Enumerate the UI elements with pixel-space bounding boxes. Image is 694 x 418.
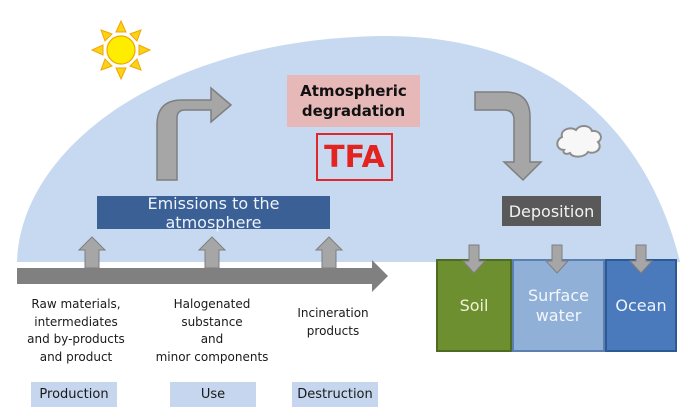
desc-line: products bbox=[306, 323, 360, 338]
atmospheric-degradation-line1: Atmospheric bbox=[300, 82, 407, 100]
atmospheric-degradation-line2: degradation bbox=[301, 102, 406, 120]
compartment-ocean: Ocean bbox=[605, 259, 677, 352]
compartment-soil-label: Soil bbox=[459, 295, 489, 315]
desc-line: minor components bbox=[155, 349, 269, 364]
desc-line: Raw materials, bbox=[31, 297, 121, 311]
stage-destruction: Destruction bbox=[292, 382, 378, 407]
emission-rise-arrow bbox=[156, 86, 233, 181]
deposition-label: Deposition bbox=[502, 196, 601, 226]
desc-line: Halogenated bbox=[173, 297, 251, 311]
deposition-fall-arrow bbox=[474, 91, 543, 182]
tfa-label: TFA bbox=[316, 133, 393, 181]
compartment-surface-line1: Surface bbox=[528, 285, 589, 305]
desc-line: and by-products bbox=[27, 332, 125, 346]
compartment-soil: Soil bbox=[436, 259, 512, 352]
use-description: Halogenated substance and minor componen… bbox=[152, 296, 272, 366]
cloud-icon bbox=[556, 125, 602, 158]
desc-line: Incineration bbox=[297, 306, 369, 320]
production-description: Raw materials, intermediates and by-prod… bbox=[20, 296, 132, 366]
production-emission-arrow bbox=[77, 236, 107, 269]
compartment-surface-line2: water bbox=[535, 305, 582, 325]
sun-icon bbox=[90, 19, 152, 81]
compartment-ocean-label: Ocean bbox=[615, 295, 667, 315]
desc-line: intermediates bbox=[34, 314, 118, 329]
stage-use: Use bbox=[170, 382, 256, 407]
compartment-surface-water: Surface water bbox=[512, 259, 605, 352]
destruction-emission-arrow bbox=[314, 236, 344, 269]
lifecycle-timeline-arrow bbox=[17, 260, 388, 292]
desc-line: and product bbox=[39, 349, 113, 364]
stage-production: Production bbox=[31, 382, 117, 407]
destruction-description: Incineration products bbox=[288, 305, 378, 340]
atmospheric-degradation-box: Atmospheric degradation bbox=[287, 75, 420, 127]
use-emission-arrow bbox=[197, 236, 227, 269]
desc-line: substance bbox=[181, 314, 243, 329]
emissions-label: Emissions to the atmosphere bbox=[97, 194, 330, 232]
desc-line: and bbox=[200, 332, 224, 346]
